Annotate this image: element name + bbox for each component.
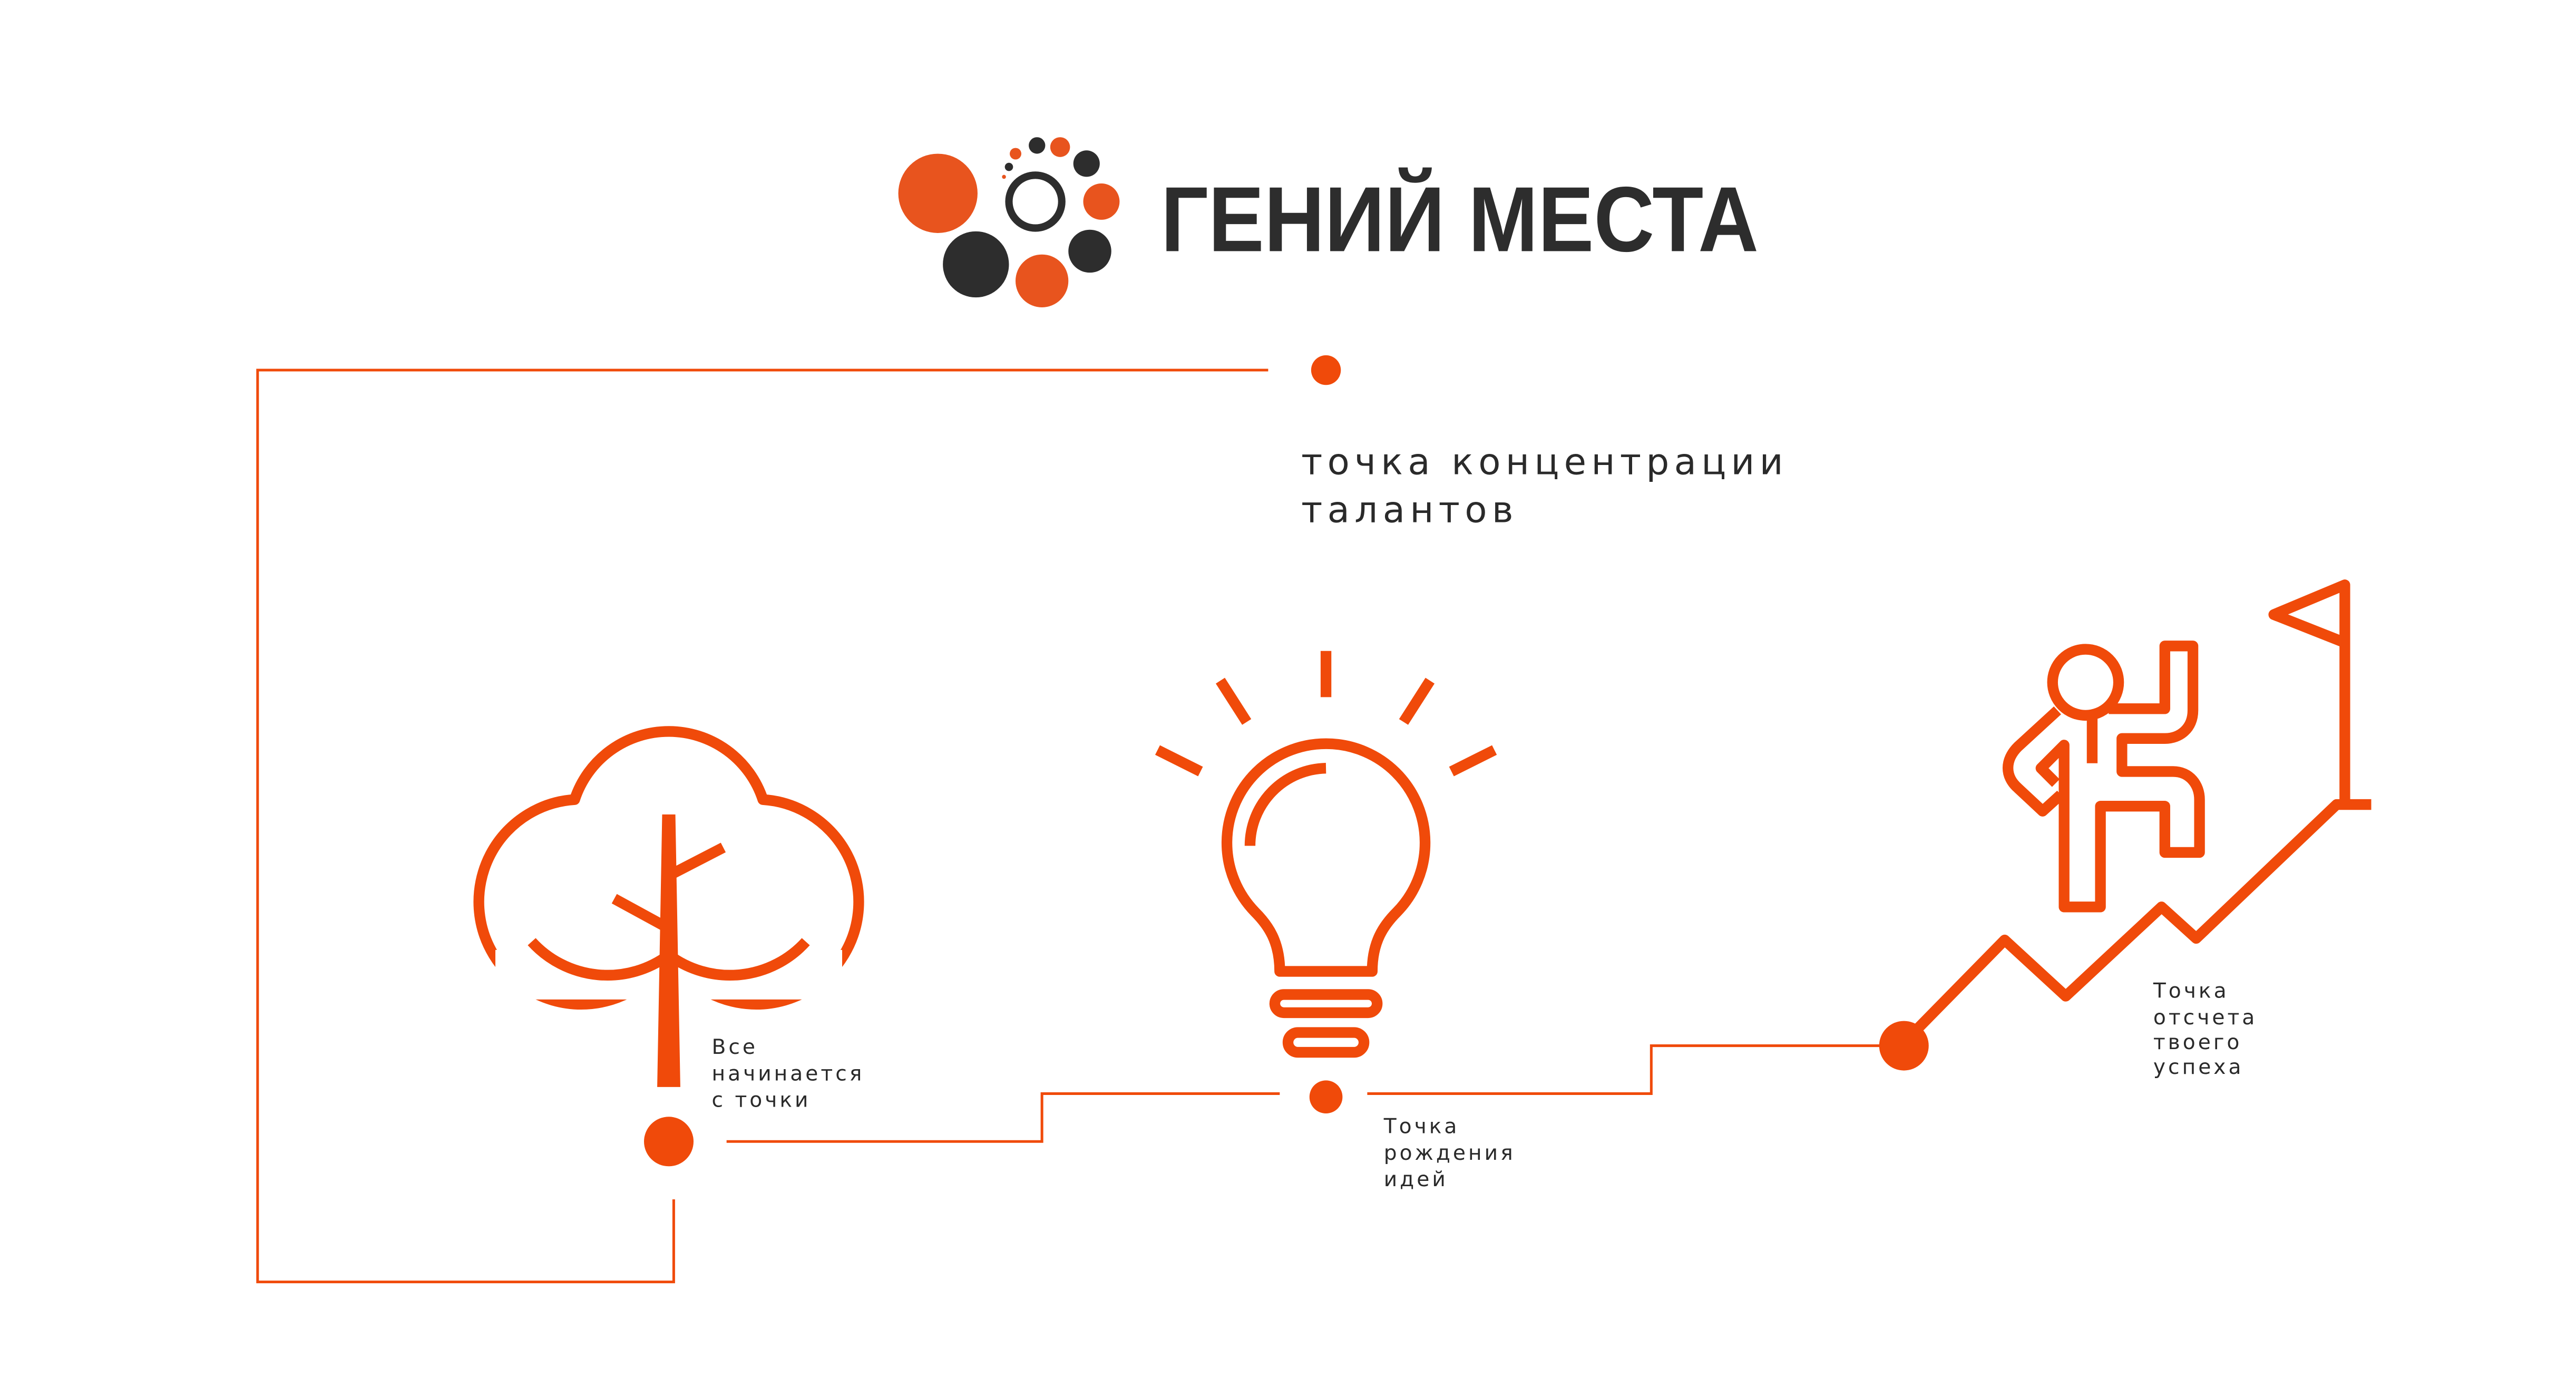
dot-tree — [644, 1117, 694, 1167]
step-caption-2: Точка рождения идей — [1383, 1115, 1525, 1191]
step-line-2 — [1367, 1044, 1882, 1095]
logo-mark — [898, 137, 1120, 307]
tree-icon — [473, 726, 864, 1087]
lightbulb-icon — [1155, 651, 1497, 1058]
dot-bulb — [1309, 1080, 1343, 1114]
step-line-1 — [726, 1092, 1280, 1143]
brand-title: ГЕНИЙ МЕСТА — [1161, 167, 1759, 271]
frame-line — [256, 369, 1269, 1284]
step-caption-1: Все начинается с точки — [711, 1035, 873, 1112]
dot-top — [1311, 355, 1341, 385]
step-caption-3: Точка отсчета твоего успеха — [2153, 980, 2267, 1079]
dot-climber — [1879, 1021, 1929, 1071]
tagline: точка концентрации талантов — [1301, 441, 1804, 531]
climber-flag-icon — [1911, 579, 2372, 1035]
